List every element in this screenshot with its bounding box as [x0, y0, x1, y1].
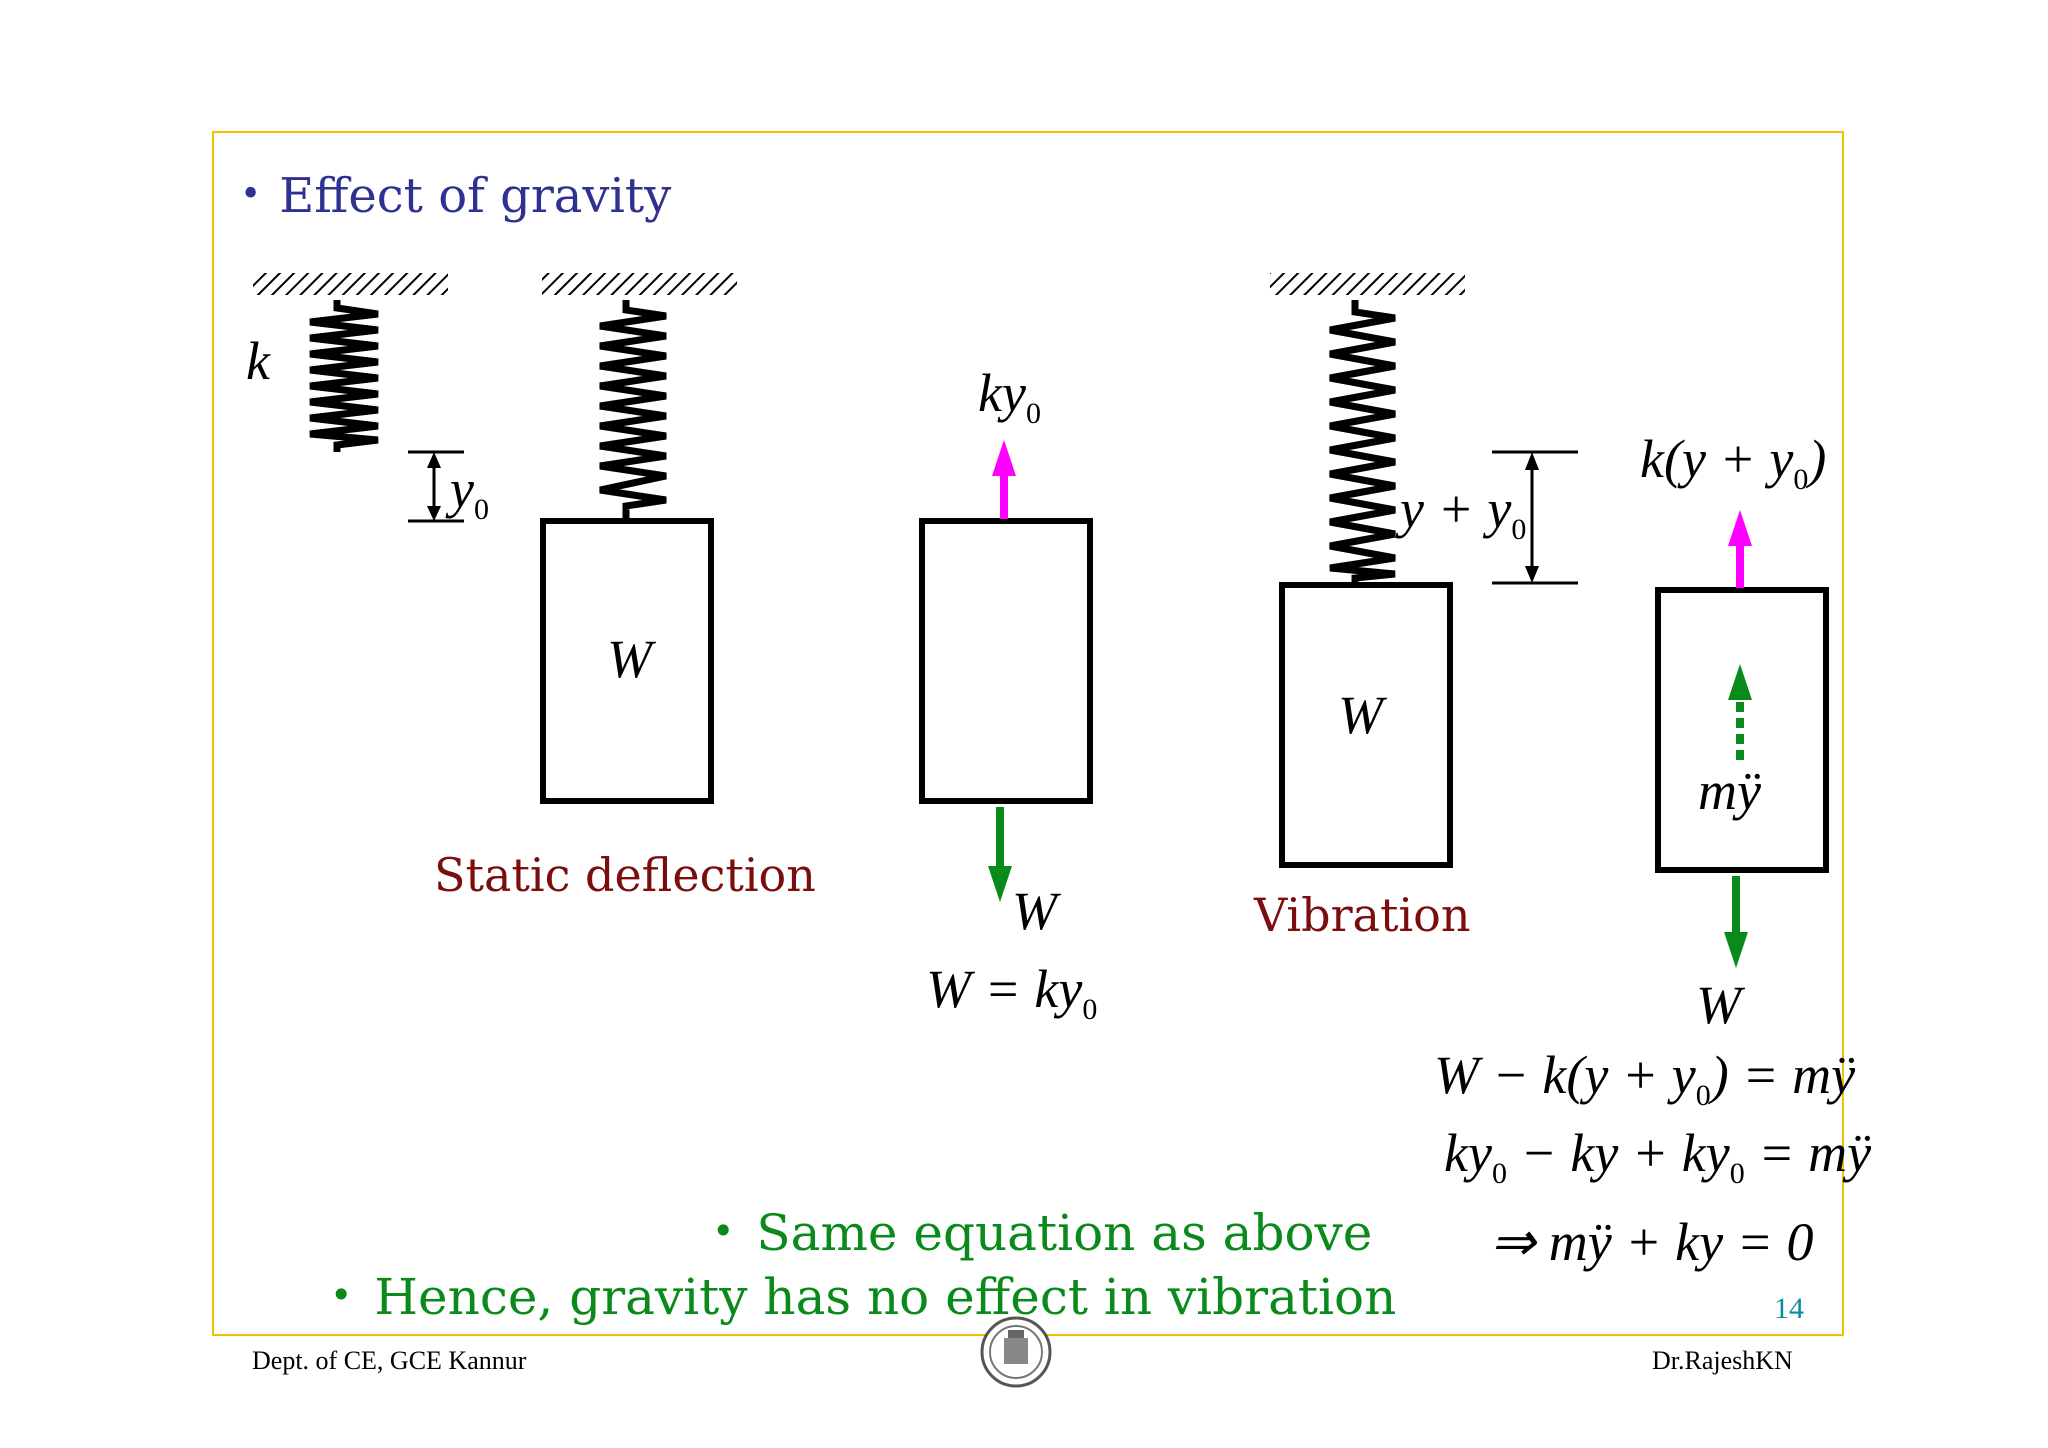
mass-block-vibration [1279, 582, 1453, 868]
weight-down-vib-head [1724, 932, 1748, 968]
force-up-vib-head [1728, 510, 1752, 546]
label-weight-static: W [607, 629, 652, 689]
ceiling-hatch-1 [253, 273, 448, 295]
label-y-plus-y0: y + y0 [1400, 478, 1526, 547]
equation-static-sub: 0 [1082, 993, 1098, 1026]
ceiling-hatch-3 [1270, 273, 1465, 295]
equation-1-b: ) = mÿ [1710, 1045, 1856, 1105]
equation-2-c: = mÿ [1744, 1123, 1872, 1183]
slide-title-text: Effect of gravity [279, 168, 672, 224]
footer-left: Dept. of CE, GCE Kannur [252, 1346, 527, 1375]
caption-vibration: Vibration [1254, 888, 1471, 942]
spring-2 [599, 300, 667, 520]
dim-arrowhead-down-1 [427, 506, 441, 521]
equation-3: ⇒ mÿ + ky = 0 [1490, 1212, 1814, 1272]
dim-arrowhead-down-2 [1525, 566, 1539, 583]
caption-static-deflection: Static deflection [434, 848, 816, 902]
inertia-arrow-head [1728, 664, 1752, 700]
weight-down-static-head [988, 866, 1012, 902]
label-weight-arrow-static: W [1012, 881, 1057, 941]
dim-arrowhead-up-1 [427, 452, 441, 468]
equation-2-a: ky [1444, 1123, 1492, 1183]
label-weight-vibration: W [1338, 685, 1383, 745]
label-y-plus-y0-sub: 0 [1511, 513, 1527, 546]
label-ky0: ky0 [978, 362, 1041, 431]
force-up-static-head [992, 440, 1016, 476]
equation-1: W − k(y + y0) = mÿ [1434, 1044, 1855, 1113]
label-y0: y0 [450, 458, 489, 527]
bullet-same-equation-text: Same equation as above [756, 1204, 1373, 1262]
equation-2: ky0 − ky + ky0 = mÿ [1444, 1122, 1871, 1191]
bullet-gravity-no-effect: •Hence, gravity has no effect in vibrati… [330, 1268, 1397, 1326]
equation-2-b: − ky + ky [1506, 1123, 1730, 1183]
footer-right: Dr.RajeshKN [1652, 1346, 1793, 1375]
label-kyy0-sub: 0 [1793, 463, 1809, 496]
label-y-plus-y0-main: y + y [1400, 479, 1512, 539]
label-kyy0-close: ) [1808, 429, 1827, 489]
label-inertia: mÿ [1698, 761, 1761, 821]
page-number: 14 [1774, 1292, 1804, 1325]
equation-1-sub: 0 [1695, 1079, 1711, 1112]
bullet-same-equation: •Same equation as above [712, 1204, 1373, 1262]
equation-2-sub1: 0 [1491, 1157, 1507, 1190]
bullet-gravity-no-effect-text: Hence, gravity has no effect in vibratio… [374, 1268, 1397, 1326]
spring-1 [309, 300, 379, 452]
free-body-static [919, 518, 1093, 804]
label-kyy0-main: k(y + y [1640, 429, 1794, 489]
college-logo-icon [980, 1316, 1052, 1388]
label-k-y-plus-y0: k(y + y0) [1640, 428, 1826, 497]
label-y0-sub: 0 [473, 493, 489, 526]
spring-3 [1329, 300, 1396, 586]
label-k: k [246, 331, 270, 391]
dim-arrowhead-up-2 [1525, 452, 1539, 470]
mass-block-static [540, 518, 714, 804]
label-weight-arrow-vibration: W [1696, 975, 1741, 1035]
slide-title: •Effect of gravity [240, 168, 672, 224]
equation-1-a: W − k(y + y [1434, 1045, 1696, 1105]
label-ky0-sub: 0 [1025, 397, 1041, 430]
free-body-vibration [1655, 587, 1829, 873]
ceiling-hatch-2 [542, 273, 737, 295]
label-ky0-main: ky [978, 363, 1026, 423]
equation-static: W = ky0 [926, 958, 1097, 1027]
equation-static-main: W = ky [926, 959, 1083, 1019]
equation-2-sub2: 0 [1729, 1157, 1745, 1190]
label-y0-main: y [450, 459, 474, 519]
